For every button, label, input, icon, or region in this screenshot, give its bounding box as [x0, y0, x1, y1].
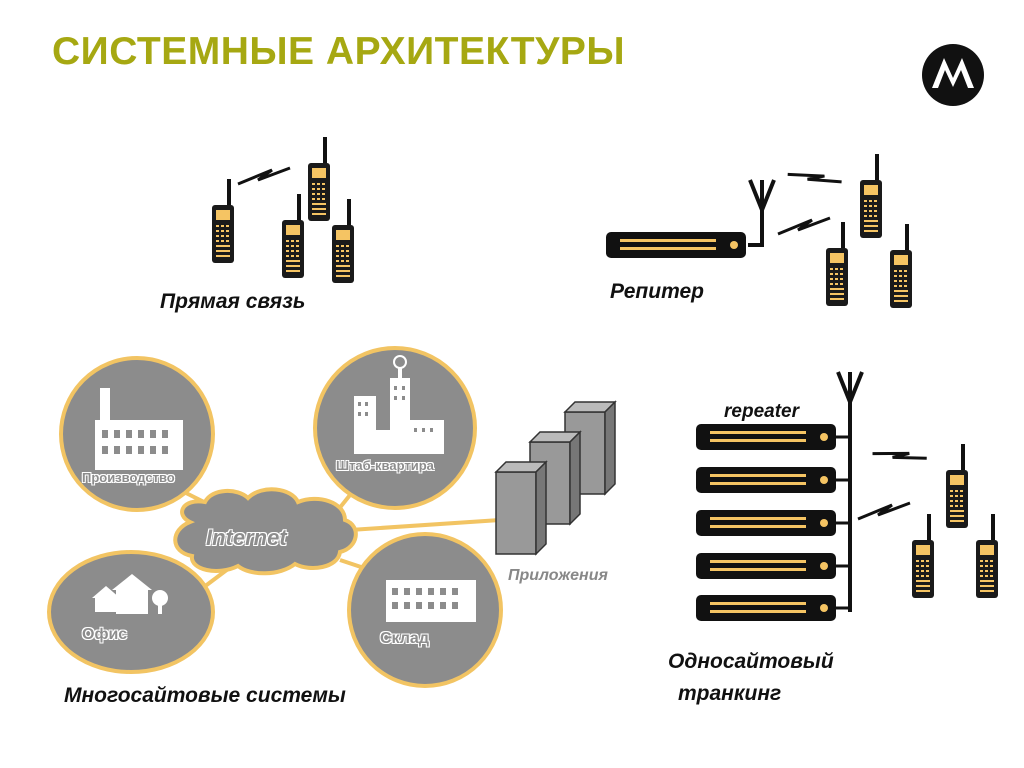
buildings-icon: [354, 355, 444, 454]
trunking-system: [696, 370, 998, 621]
direct-radios: [212, 137, 354, 283]
office-label: Офис: [82, 626, 128, 643]
houses-icon: [92, 574, 168, 614]
internet-cloud: [173, 487, 358, 576]
direct-label: Прямая связь: [160, 290, 306, 313]
trunking-label-line2: транкинг: [678, 682, 782, 705]
headquarters-label: Штаб-квартира: [336, 458, 434, 473]
warehouse-label: Склад: [380, 630, 429, 647]
application-servers: [494, 400, 617, 556]
multisite-label: Многосайтовые системы: [64, 684, 346, 707]
internet-label: Internet: [206, 525, 287, 550]
warehouse-icon: [386, 580, 476, 622]
production-label: Производство: [82, 470, 175, 485]
repeater-system: [606, 154, 912, 308]
trunking-label-line1: Односайтовый: [668, 650, 834, 673]
page-title: СИСТЕМНЫЕ АРХИТЕКТУРЫ: [52, 30, 626, 73]
trunking-repeater-label: repeater: [724, 401, 799, 422]
applications-label: Приложения: [508, 567, 608, 584]
repeater-label: Репитер: [610, 280, 704, 303]
factory-icon: [95, 388, 183, 470]
multisite-system: [47, 346, 617, 688]
motorola-logo-icon: [922, 44, 984, 106]
